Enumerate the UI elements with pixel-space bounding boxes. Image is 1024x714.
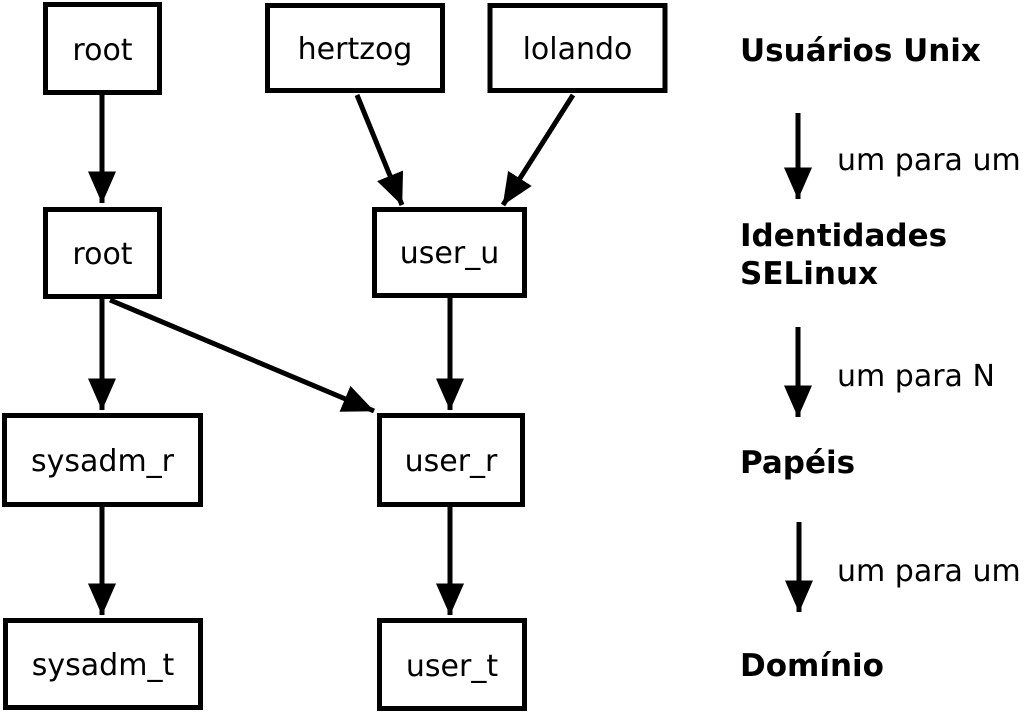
node-domain-user-t-box [377, 618, 527, 711]
node-role-user-r-label: user_r [405, 444, 498, 479]
node-domain-sysadm-t: sysadm_t [3, 618, 203, 710]
node-selinux-root-label: root [72, 237, 132, 272]
legend-arrow2-label: um para N [837, 359, 995, 394]
node-unix-root: root [43, 2, 162, 95]
node-role-user-r: user_r [377, 413, 525, 507]
node-domain-sysadm-t-box [3, 618, 203, 710]
legend-level-unix-users: Usuários Unix [740, 33, 981, 69]
legend-level-selinux-identities-line2: SELinux [740, 256, 878, 292]
node-selinux-user-u-label: user_u [400, 236, 499, 271]
node-domain-user-t: user_t [377, 618, 527, 711]
node-unix-lolando-label: lolando [523, 32, 633, 67]
node-selinux-user-u: user_u [372, 207, 527, 298]
node-selinux-root: root [43, 207, 162, 299]
node-selinux-user-u-box [372, 207, 527, 298]
diagram-legend: Usuários Unix um para um Identidades SEL… [740, 33, 1021, 684]
node-unix-lolando: lolando [487, 3, 668, 93]
node-domain-user-t-label: user_t [406, 649, 498, 684]
node-role-user-r-box [377, 413, 525, 507]
legend-arrow3-label: um para um [837, 554, 1021, 589]
node-unix-root-box [43, 2, 162, 95]
node-role-sysadm-r-box [2, 413, 203, 507]
legend-arrow1-label: um para um [837, 143, 1021, 178]
diagram-edges [87, 93, 576, 616]
node-unix-root-label: root [72, 33, 132, 68]
edge-hertzog-to-useru [354, 94, 405, 206]
legend-level-selinux-identities-line1: Identidades [740, 218, 947, 254]
diagram-nodes: root hertzog lolando root user_u sysadm_ [2, 2, 668, 711]
legend-level-roles: Papéis [740, 445, 855, 481]
node-domain-sysadm-t-label: sysadm_t [32, 648, 175, 683]
edge-lolando-to-useru [500, 93, 576, 207]
node-role-sysadm-r-label: sysadm_r [31, 444, 175, 479]
node-unix-lolando-box [487, 3, 668, 93]
edge-selinuxroot-to-userr [109, 297, 375, 414]
node-unix-hertzog-box [265, 3, 445, 93]
node-unix-hertzog-label: hertzog [298, 32, 413, 67]
legend-level-domain: Domínio [740, 648, 884, 684]
node-unix-hertzog: hertzog [265, 3, 445, 93]
node-role-sysadm-r: sysadm_r [2, 413, 203, 507]
node-selinux-root-box [43, 207, 162, 299]
